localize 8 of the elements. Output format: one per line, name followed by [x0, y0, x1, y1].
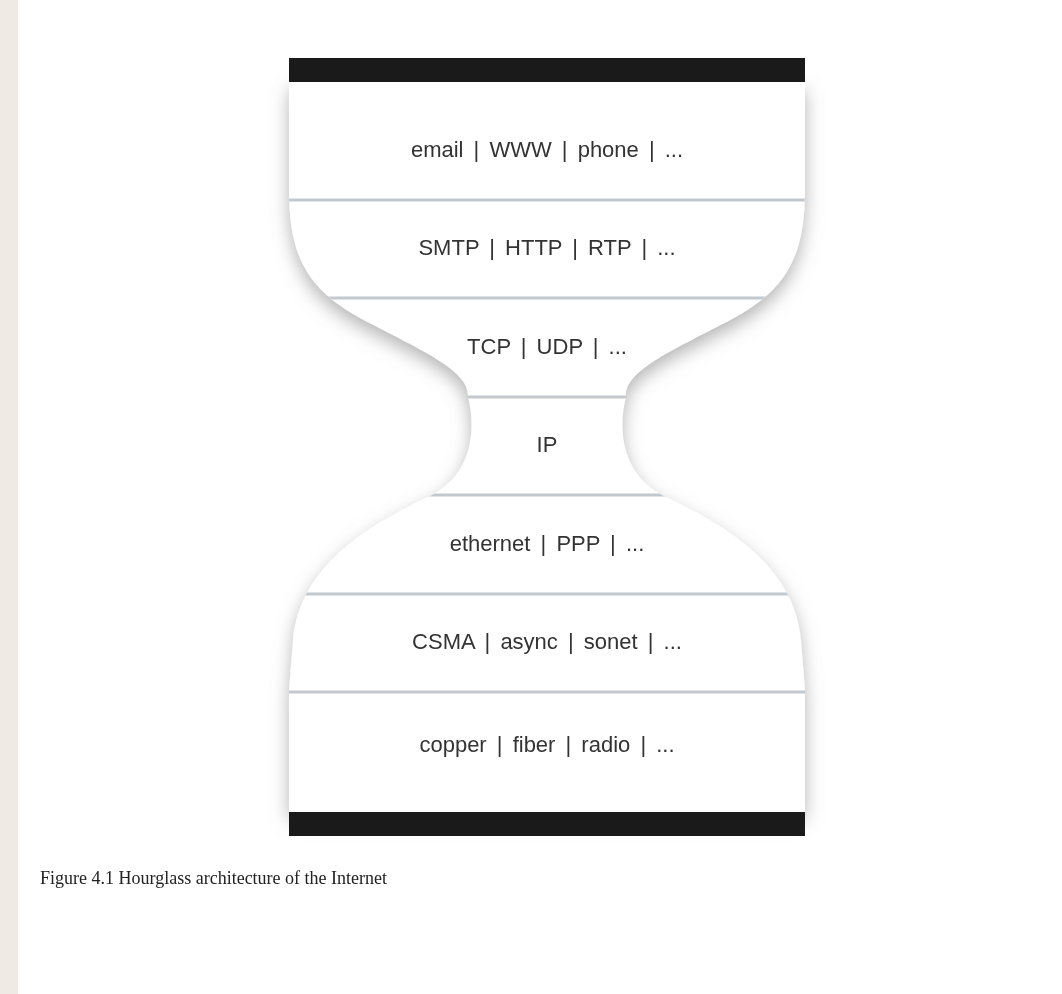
layer-label: TCP | UDP | ...	[467, 334, 627, 360]
layer-label: SMTP | HTTP | RTP | ...	[418, 235, 676, 261]
figure-caption: Figure 4.1 Hourglass architecture of the Internet	[40, 868, 388, 889]
layer-label: ethernet | PPP | ...	[449, 531, 645, 557]
layer-label: copper | fiber | radio | ...	[419, 732, 675, 758]
layer-label: IP	[536, 432, 558, 458]
layer-label: CSMA | async | sonet | ...	[412, 629, 682, 655]
layer-label: email | WWW | phone | ...	[410, 137, 684, 163]
